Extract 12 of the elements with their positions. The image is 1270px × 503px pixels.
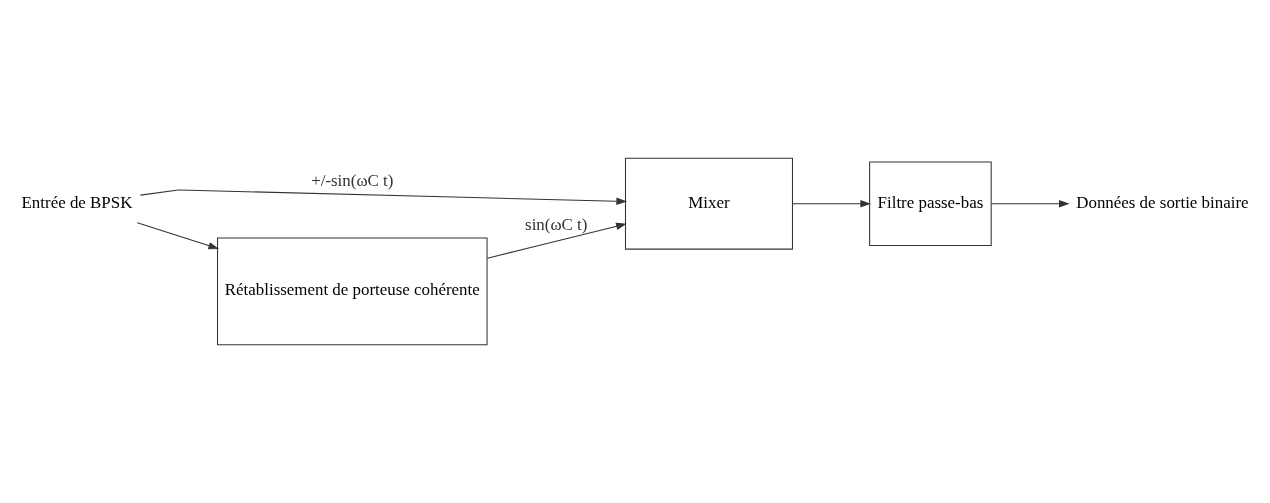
node-box: Rétablissement de porteuse cohérente bbox=[217, 237, 488, 346]
node-box: Mixer bbox=[624, 157, 793, 250]
node-box: Filtre passe-bas bbox=[869, 161, 992, 246]
edge-label: sin(ωC t) bbox=[525, 214, 588, 234]
arrow bbox=[792, 199, 871, 208]
arrow bbox=[139, 189, 627, 205]
node-text: Entrée de BPSK bbox=[21, 192, 133, 212]
arrow bbox=[990, 199, 1070, 208]
edge-label: +/-sin(ωC t) bbox=[311, 170, 394, 190]
node-text: Données de sortie binaire bbox=[1076, 192, 1249, 212]
arrow bbox=[486, 222, 627, 259]
arrow bbox=[136, 222, 219, 250]
